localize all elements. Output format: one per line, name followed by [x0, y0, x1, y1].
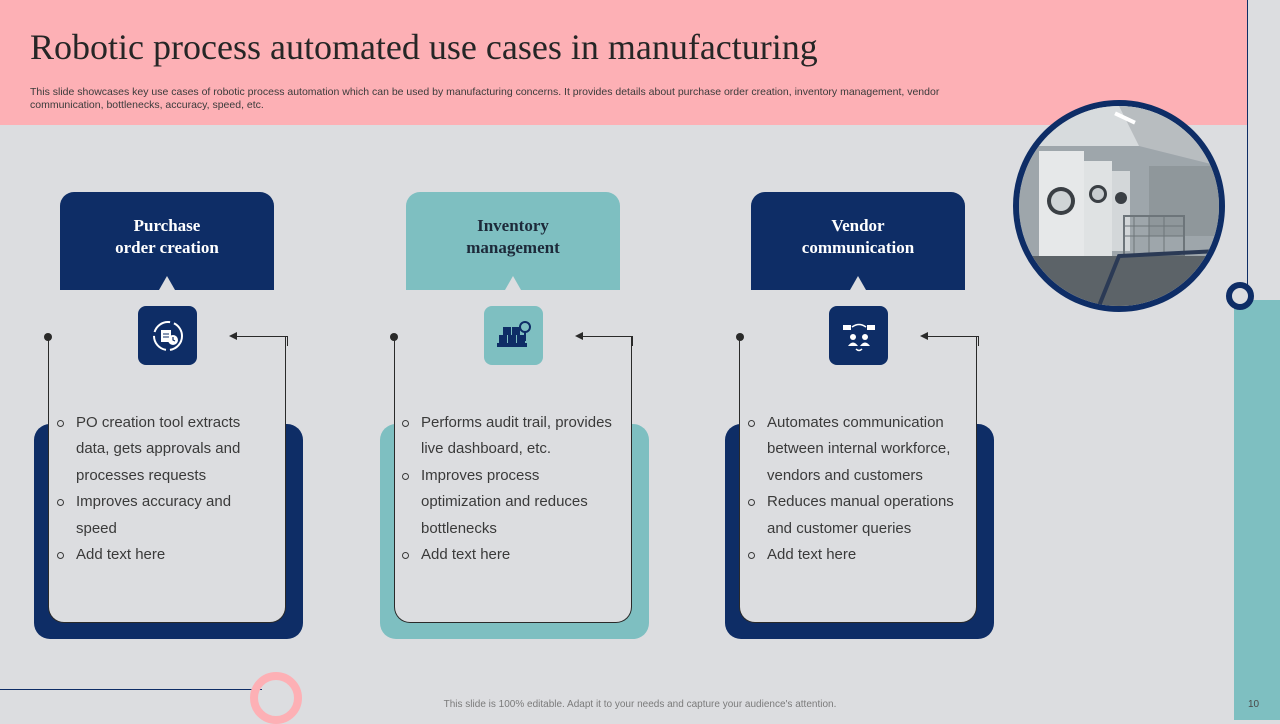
connector-arrow-line	[582, 336, 633, 337]
connector-arrow-stem	[287, 336, 288, 346]
decorative-ring	[1226, 282, 1254, 310]
heading-notch	[159, 276, 175, 290]
card-heading-line: Inventory	[477, 216, 549, 235]
list-item: Add text here	[48, 542, 273, 568]
connector-dot	[736, 333, 744, 341]
purchase-bullet-list: PO creation tool extracts data, gets app…	[48, 410, 273, 568]
slide-title: Robotic process automated use cases in m…	[30, 27, 818, 67]
footer-text: This slide is 100% editable. Adapt it to…	[443, 699, 837, 710]
card-heading-line: management	[466, 238, 560, 257]
list-item: PO creation tool extracts data, gets app…	[48, 410, 273, 489]
list-item: Add text here	[739, 542, 964, 568]
connector-arrow-head	[920, 332, 928, 340]
connector-arrow-stem	[978, 336, 979, 346]
list-item: Add text here	[393, 542, 618, 568]
connector-arrow-line	[927, 336, 979, 337]
heading-notch	[850, 276, 866, 290]
card-heading-line: order creation	[115, 238, 219, 257]
title-banner: Robotic process automated use cases in m…	[0, 0, 1247, 125]
heading-notch	[505, 276, 521, 290]
card-heading-line: Purchase	[133, 216, 201, 235]
decorative-pink-ring	[250, 672, 302, 724]
bottom-divider	[0, 689, 262, 690]
list-item: Automates communication between internal…	[739, 410, 964, 489]
purchase-order-icon	[152, 320, 183, 351]
list-item: Reduces manual operations and customer q…	[739, 489, 964, 542]
inventory-boxes-icon	[496, 320, 531, 347]
inventory-icon-box	[484, 306, 543, 365]
card-inventory-panel	[394, 337, 632, 623]
list-item: Improves accuracy and speed	[48, 489, 273, 542]
inventory-bullet-list: Performs audit trail, provides live dash…	[393, 410, 618, 568]
purchase-order-icon-box	[138, 306, 197, 365]
card-heading-line: communication	[801, 238, 915, 257]
connector-arrow-head	[229, 332, 237, 340]
factory-photo	[1013, 100, 1225, 312]
list-item: Improves process optimization and reduce…	[393, 463, 618, 542]
connector-dot	[44, 333, 52, 341]
card-vendor-panel	[739, 337, 977, 623]
vendor-bullet-list: Automates communication between internal…	[739, 410, 964, 568]
card-inventory-heading: Inventory management	[406, 192, 620, 290]
teal-accent-strip	[1234, 300, 1280, 720]
page-number: 10	[1248, 699, 1260, 710]
card-purchase-panel	[48, 337, 286, 623]
connector-arrow-head	[575, 332, 583, 340]
factory-photo-icon	[1019, 106, 1219, 306]
vendor-icon-box	[829, 306, 888, 365]
connector-dot	[390, 333, 398, 341]
vendor-communication-icon	[842, 323, 875, 351]
list-item: Performs audit trail, provides live dash…	[393, 410, 618, 463]
footer-note: This slide is 100% editable. Adapt it to…	[0, 699, 1280, 710]
card-vendor-heading: Vendor communication	[751, 192, 965, 290]
card-purchase-heading: Purchase order creation	[60, 192, 274, 290]
connector-arrow-stem	[632, 336, 633, 346]
card-heading-line: Vendor	[831, 216, 885, 235]
slide-subtitle: This slide showcases key use cases of ro…	[30, 86, 940, 111]
connector-arrow-line	[236, 336, 288, 337]
